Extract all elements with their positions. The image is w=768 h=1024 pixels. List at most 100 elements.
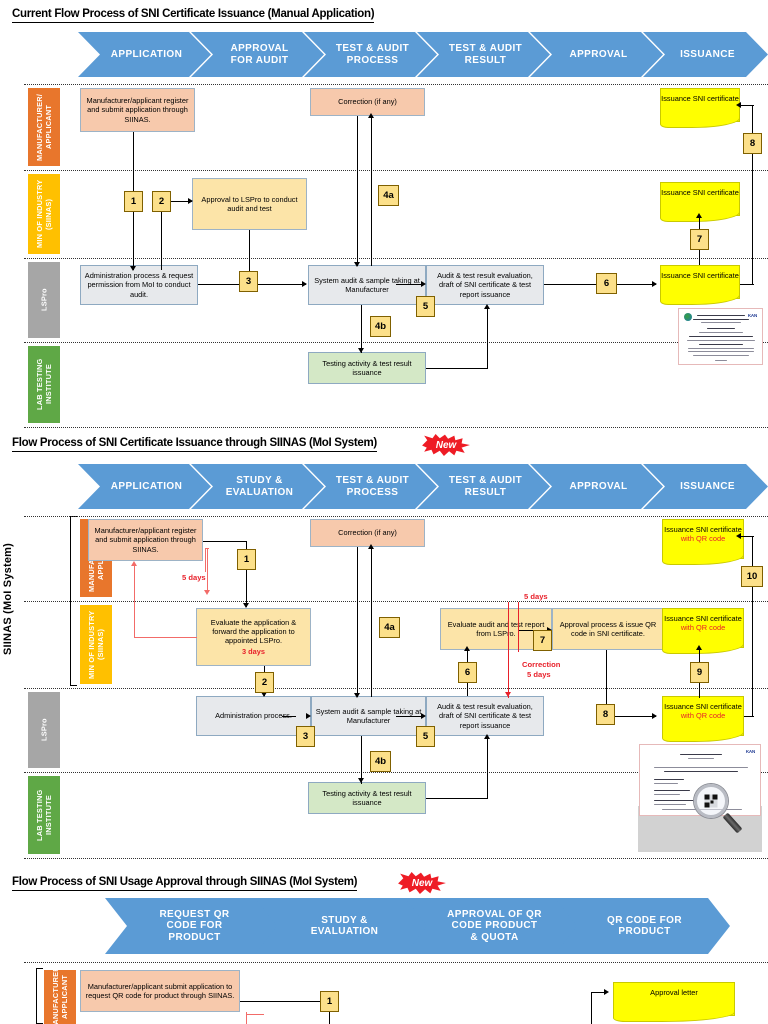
chevron-approval-qr-quota[interactable]: APPROVAL OF QR CODE PRODUCT & QUOTA [405,898,580,954]
connector [752,536,754,716]
badge-7: 7 [533,630,552,651]
chevron-study-evaluation[interactable]: STUDY & EVALUATION [191,464,324,509]
cert-lspro: Issuance SNI certificate [660,265,740,305]
chevron-application[interactable]: APPLICATION [78,464,211,509]
connector [699,648,701,664]
arrowhead [604,989,609,995]
arrowhead [652,713,657,719]
box-audit-evaluation: Audit & test result evaluation, draft of… [426,696,544,736]
chevron-test-audit-result[interactable]: TEST & AUDIT RESULT [417,32,550,77]
connector [740,284,754,286]
box-testing-activity: Testing activity & test result issuance [308,782,426,814]
arrowhead [464,646,470,651]
connector [699,682,701,698]
connector-red [246,1014,264,1016]
chevron-request-qr-code[interactable]: REQUEST QR CODE FOR PRODUCT [105,898,280,954]
section1-title: Current Flow Process of SNI Certificate … [12,8,375,23]
arrowhead [261,692,267,697]
connector [249,230,251,272]
cert-lspro-qr: Issuance SNI certificate with QR code [662,696,744,742]
lane-divider [24,427,768,428]
connector [258,284,306,286]
connector [699,250,701,265]
badge-5: 5 [416,296,435,317]
new-badge-section3: New [396,871,448,895]
connector [426,368,488,370]
chevron-approval-for-audit[interactable]: APPROVAL FOR AUDIT [191,32,324,77]
connector [161,212,163,270]
badge-8: 8 [743,133,762,154]
lane-divider [24,84,768,85]
chevron-study-evaluation[interactable]: STUDY & EVALUATION [255,898,430,954]
box-testing-activity: Testing activity & test result issuance [308,352,426,384]
lane-label-lab: LAB TESTING INSTITUTE [28,776,60,854]
arrowhead [736,102,741,108]
badge-3: 3 [239,271,258,292]
connector [519,630,535,632]
connector [606,650,608,712]
arrowhead [354,262,360,267]
lane-divider [24,688,768,689]
chevron-test-audit-result[interactable]: TEST & AUDIT RESULT [417,464,550,509]
box-approval-qr: Approval process & issue QR code in SNI … [552,608,664,650]
connector [617,284,656,286]
connector-4a-down [357,116,359,266]
lane-divider [24,342,768,343]
arrowhead [484,304,490,309]
chevron-approval[interactable]: APPROVAL [530,464,663,509]
siinas-group-label: SIINAS (MoI System) [2,543,14,656]
evaluate-application-days: 3 days [241,647,265,657]
siinas-bracket-section3 [36,968,43,1024]
arrowhead [484,734,490,739]
badge-10: 10 [741,566,763,587]
lane-label-lspro: LSPro [28,692,60,768]
connector-red [135,637,197,639]
chevron-test-audit-process[interactable]: TEST & AUDIT PROCESS [304,32,437,77]
box-audit-evaluation: Audit & test result evaluation, draft of… [426,265,544,305]
arrowhead [652,281,657,287]
badge-4a: 4a [379,617,400,638]
chevron-approval[interactable]: APPROVAL [530,32,663,77]
arrowhead [354,693,360,698]
timing-eval-days: 5 days [524,592,548,601]
arrowhead-red [131,561,137,566]
badge-8: 8 [596,704,615,725]
chevron-qr-code-product[interactable]: QR CODE FOR PRODUCT [555,898,730,954]
arrowhead [421,713,426,719]
box-correction: Correction (if any) [310,519,425,547]
connector [487,738,489,798]
connector-red [207,548,209,592]
arrowhead [368,113,374,118]
box-administration: Administration process & request permiss… [80,265,198,305]
chevron-application[interactable]: APPLICATION [78,32,211,77]
connector-4a-down [357,547,359,697]
arrowhead [188,198,193,204]
magnifier-qr-zoom [694,784,728,818]
badge-4b: 4b [370,316,391,337]
arrowhead [130,266,136,271]
badge-6: 6 [596,273,617,294]
certificate-thumbnail: KAN [678,308,763,365]
box-evaluate-application: Evaluate the application & forward the a… [196,608,311,666]
connector [396,284,424,286]
lane-divider [24,516,768,517]
lane-label-lspro: LSPro [28,262,60,338]
box-administration: Administration process. [196,696,311,736]
badge-9: 9 [690,662,709,683]
cert-manufacturer-qr: Issuance SNI certificate with QR code [662,519,744,565]
lane-divider [24,601,768,602]
lane-divider [24,772,768,773]
arrowhead [368,544,374,549]
chevron-test-audit-process[interactable]: TEST & AUDIT PROCESS [304,464,437,509]
timing-correction: Correction [522,660,561,669]
badge-1: 1 [320,991,339,1012]
connector-correction [518,602,520,652]
box-request-qr: Manufacturer/applicant submit applicatio… [80,970,240,1012]
arrowhead [358,778,364,783]
connector [361,736,363,784]
lane-divider [24,858,768,859]
connector [487,308,489,368]
badge-4b: 4b [370,751,391,772]
connector [544,284,596,286]
